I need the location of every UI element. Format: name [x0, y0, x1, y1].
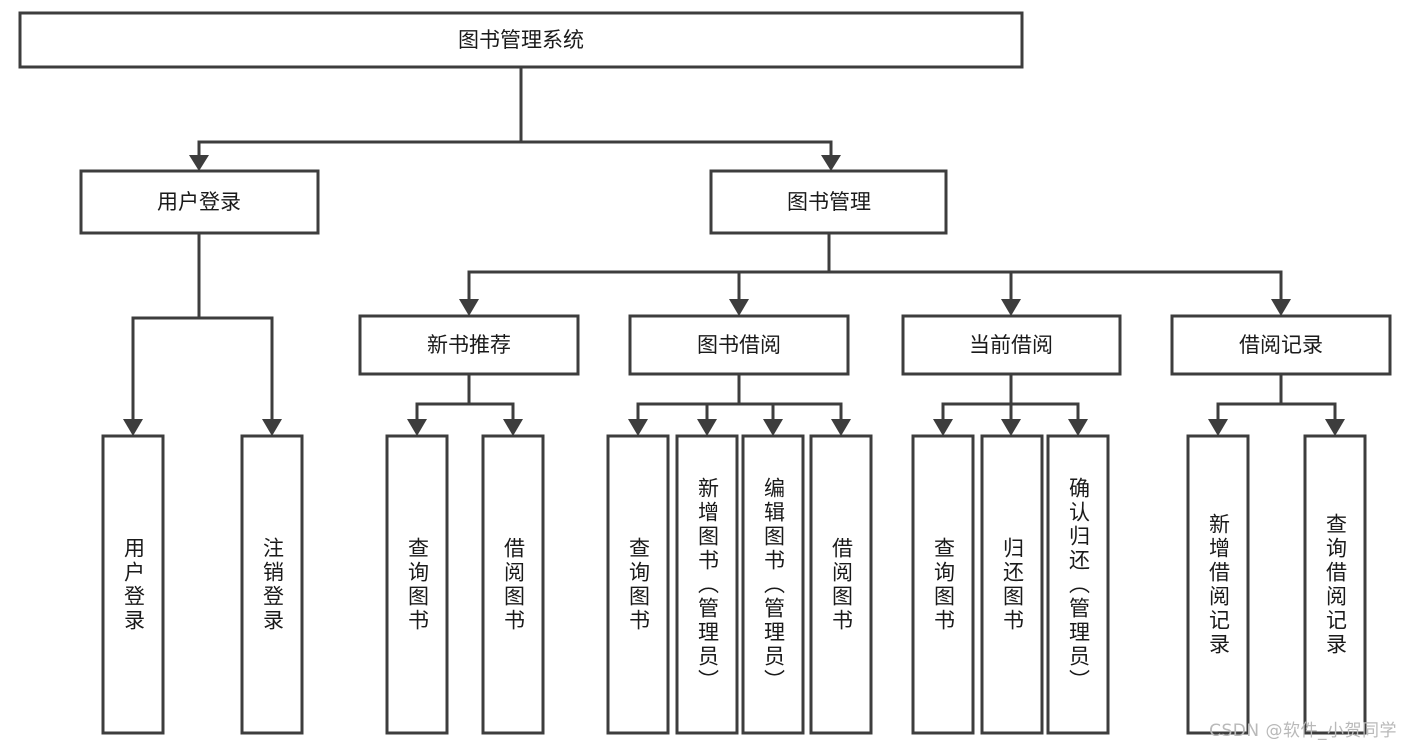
node-label-book-borrow: 图书借阅 [697, 333, 781, 357]
arrowhead-leaf-query-borrow-record [1325, 419, 1345, 436]
node-label-new-book-recommend: 新书推荐 [427, 333, 511, 357]
node-box-leaf-add-book[interactable] [675, 434, 739, 735]
arrowhead-leaf-borrow-book-recommend [503, 419, 523, 436]
arrowhead-leaf-user-login [123, 419, 143, 436]
node-box-borrow-record[interactable] [1170, 314, 1392, 376]
node-box-book-borrow[interactable] [628, 314, 850, 376]
arrowhead-book-manage [821, 155, 841, 171]
node-label-root: 图书管理系统 [458, 28, 584, 52]
node-box-root[interactable] [18, 11, 1024, 69]
arrowhead-leaf-query-book-current [933, 419, 953, 436]
node-label-book-manage: 图书管理 [787, 190, 871, 214]
node-box-new-book-recommend[interactable] [358, 314, 580, 376]
node-box-current-borrow[interactable] [901, 314, 1122, 376]
connector-group-current-borrow [933, 372, 1088, 436]
arrowhead-leaf-edit-book [763, 419, 783, 436]
connector-group-borrow-record [1208, 372, 1345, 436]
arrowhead-current-borrow [1001, 299, 1021, 316]
arrowhead-leaf-query-book-recommend [407, 419, 427, 436]
node-box-leaf-query-borrow-record[interactable] [1303, 434, 1367, 735]
arrowhead-leaf-add-book [697, 419, 717, 436]
arrowhead-leaf-logout [262, 419, 282, 436]
connector-group-new-book-recommend [407, 372, 523, 436]
node-label-user-login: 用户登录 [157, 190, 241, 214]
node-box-leaf-add-borrow-record[interactable] [1186, 434, 1250, 735]
arrowhead-leaf-query-book-borrow [628, 419, 648, 436]
watermark-text: CSDN @软件_小贺同学 [1209, 721, 1397, 741]
node-box-leaf-borrow-book-recommend[interactable] [481, 434, 545, 735]
connector-group-user-login [123, 231, 282, 436]
node-box-leaf-borrow-book[interactable] [809, 434, 873, 735]
node-label-current-borrow: 当前借阅 [969, 333, 1053, 357]
arrowhead-new-book-recommend [459, 299, 479, 316]
node-label-borrow-record: 借阅记录 [1239, 333, 1323, 357]
arrowhead-leaf-borrow-book [831, 419, 851, 436]
node-box-leaf-logout[interactable] [240, 434, 304, 735]
node-box-leaf-query-book-borrow[interactable] [606, 434, 670, 735]
node-box-leaf-confirm-return[interactable] [1046, 434, 1110, 735]
node-box-leaf-edit-book[interactable] [741, 434, 805, 735]
arrowhead-book-borrow [729, 299, 749, 316]
node-box-leaf-query-book-recommend[interactable] [385, 434, 449, 735]
node-box-book-manage[interactable] [709, 169, 948, 235]
node-box-leaf-query-book-current[interactable] [911, 434, 975, 735]
connector-group-book-borrow [628, 372, 851, 436]
arrowhead-borrow-record [1271, 299, 1291, 316]
connector-group-book-manage [459, 231, 1291, 316]
arrowhead-user-login [189, 155, 209, 171]
arrowhead-leaf-add-borrow-record [1208, 419, 1228, 436]
arrowhead-leaf-return-book [1001, 419, 1021, 436]
node-box-leaf-user-login[interactable] [101, 434, 165, 735]
connector-group-root [189, 65, 841, 171]
node-box-user-login[interactable] [79, 169, 320, 235]
arrowhead-leaf-confirm-return [1068, 419, 1088, 436]
node-box-leaf-return-book[interactable] [980, 434, 1044, 735]
